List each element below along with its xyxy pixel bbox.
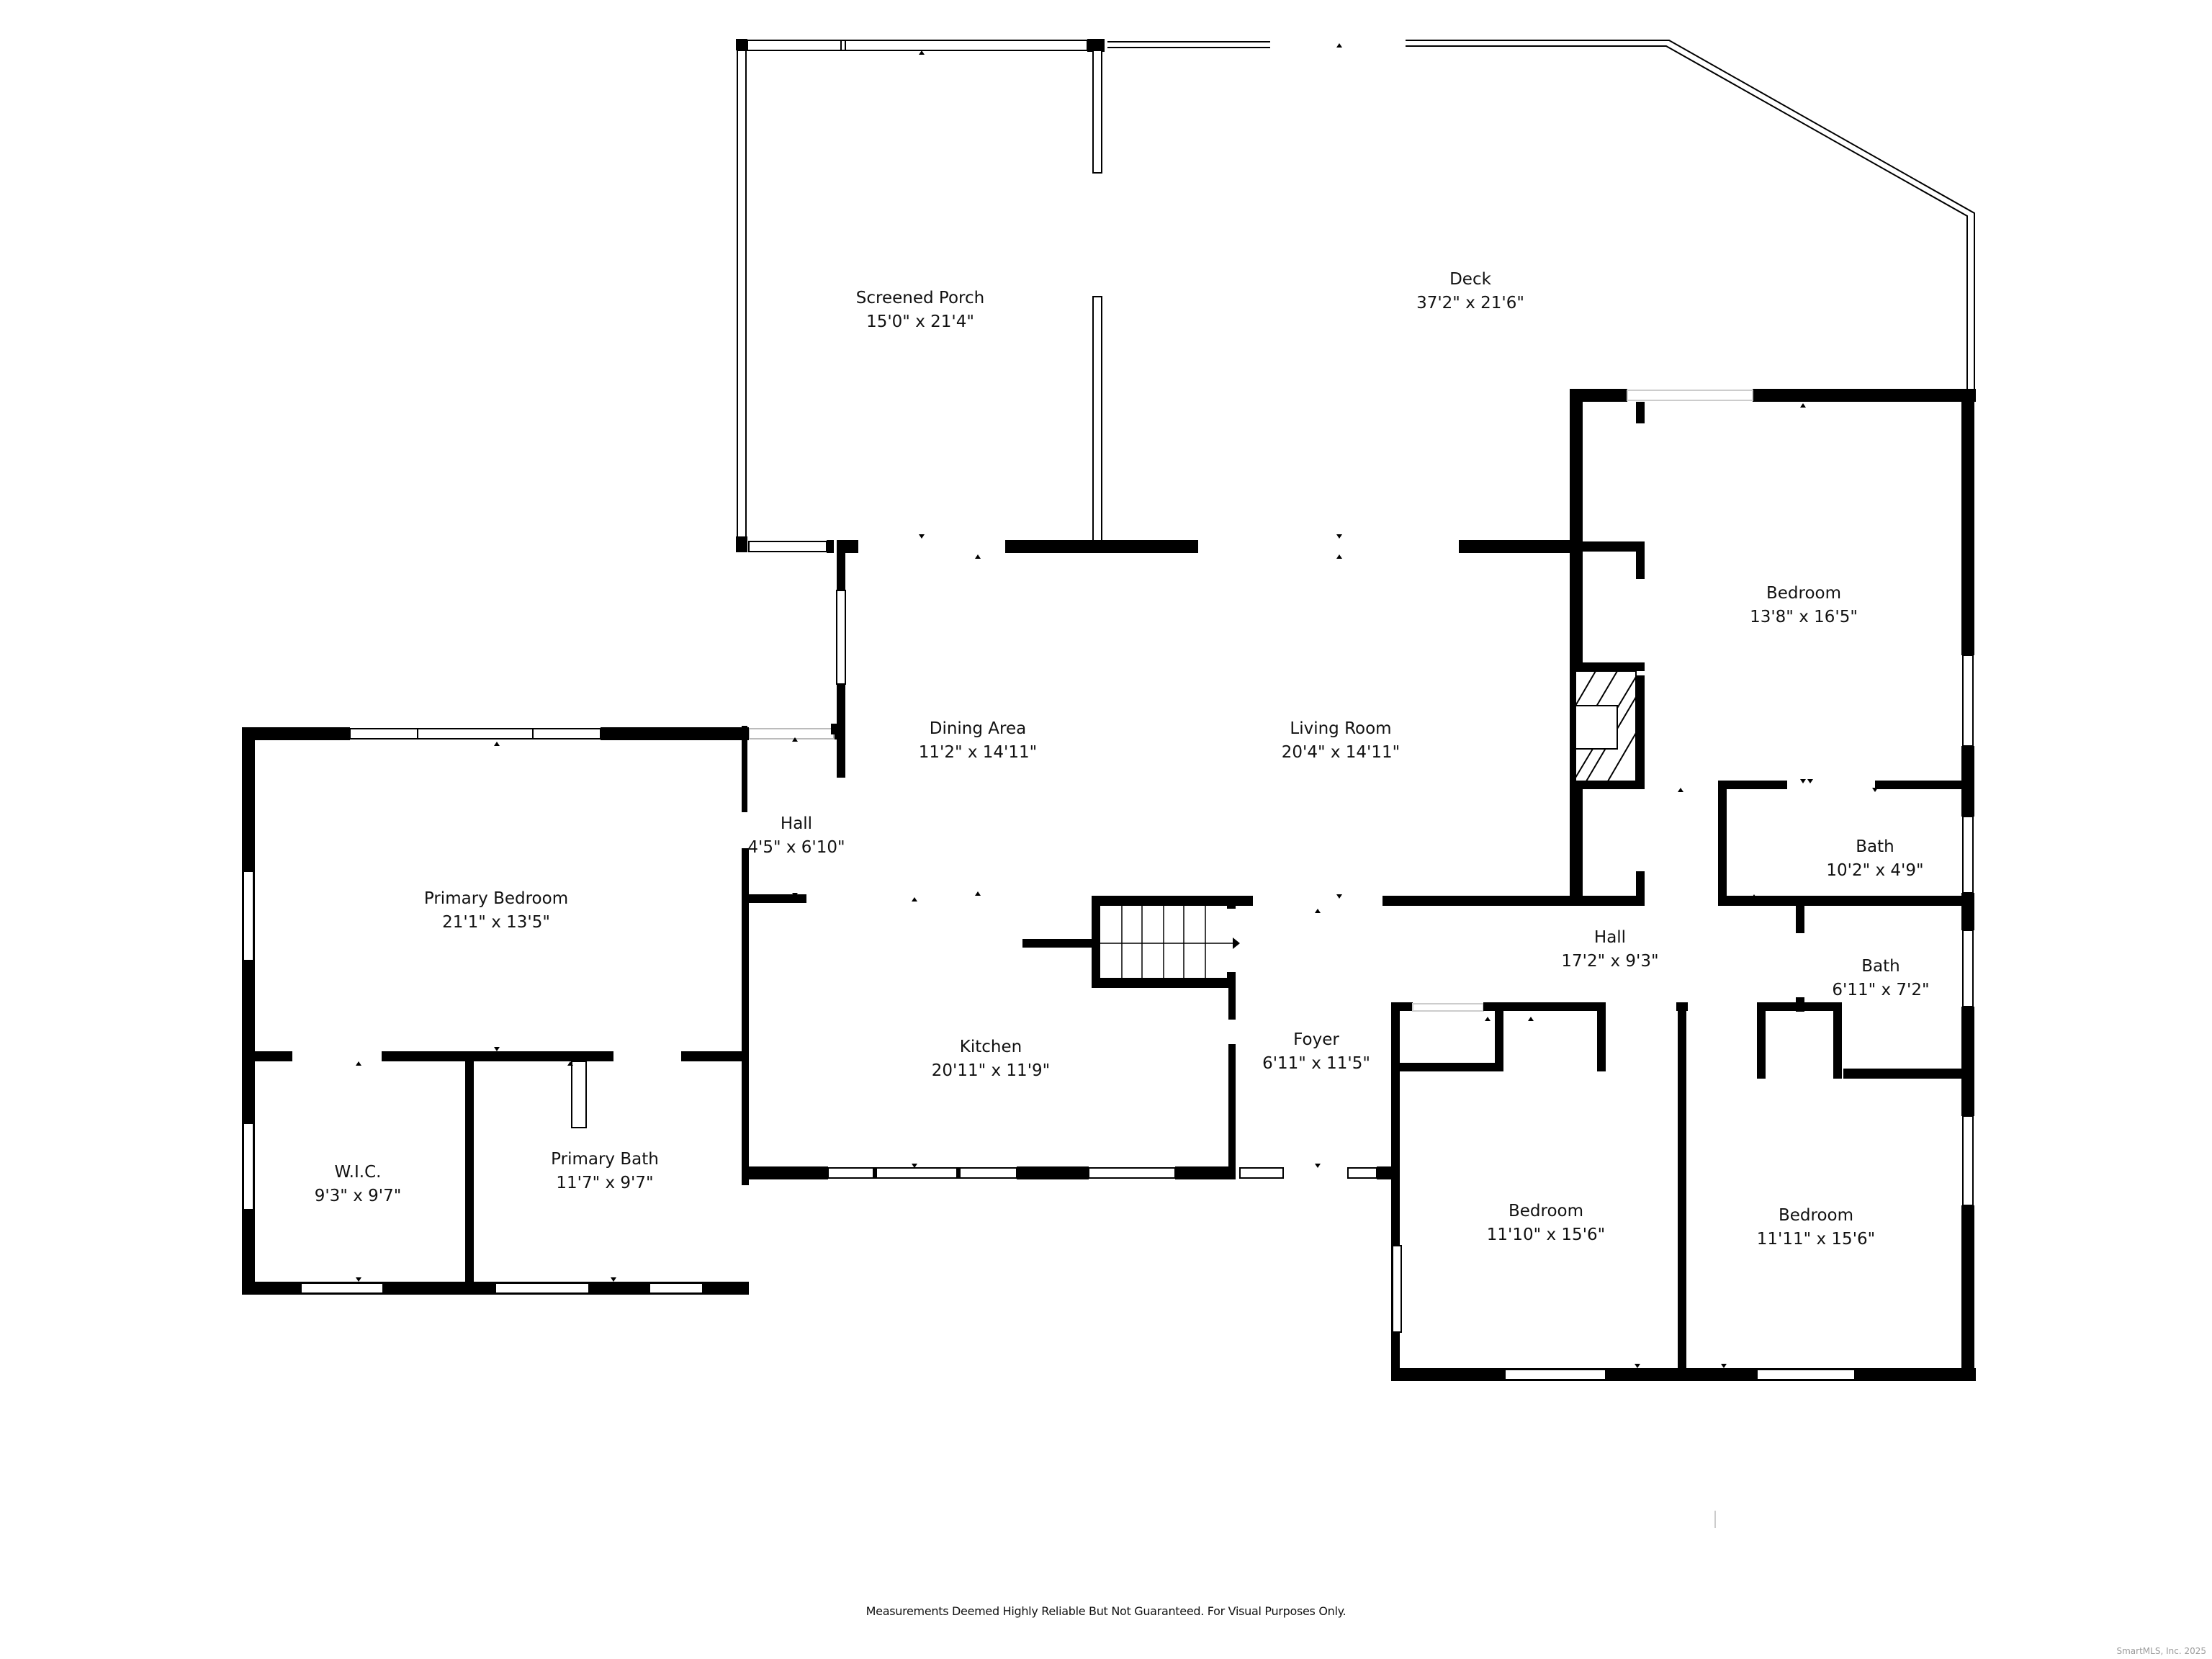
- exterior-walls: [242, 389, 1976, 1381]
- room-dimensions: 15'0" x 21'4": [866, 313, 974, 331]
- room-dimensions: 6'11" x 11'5": [1262, 1054, 1370, 1073]
- room-living-room: Living Room 20'4" x 14'11": [1282, 717, 1400, 765]
- room-dining-area: Dining Area 11'2" x 14'11": [919, 717, 1037, 765]
- room-name: Bedroom: [1766, 584, 1842, 603]
- room-deck: Deck 37'2" x 21'6": [1416, 268, 1524, 315]
- room-dimensions: 11'2" x 14'11": [918, 743, 1038, 762]
- room-primary-bath: Primary Bath 11'7" x 9'7": [551, 1148, 659, 1195]
- copyright-text: SmartMLS, Inc. 2025: [2116, 1646, 2207, 1656]
- room-name: Deck: [1449, 270, 1491, 289]
- deck-outline: [1107, 40, 1975, 390]
- room-hall-west: Hall 4'5" x 6'10": [747, 812, 845, 860]
- room-primary-bedroom: Primary Bedroom 21'1" x 13'5": [424, 887, 568, 935]
- room-kitchen: Kitchen 20'11" x 11'9": [932, 1035, 1050, 1083]
- room-dimensions: 20'4" x 14'11": [1281, 743, 1401, 762]
- room-hall-east: Hall 17'2" x 9'3": [1561, 926, 1658, 974]
- room-name: W.I.C.: [334, 1163, 382, 1182]
- room-dimensions: 37'2" x 21'6": [1416, 294, 1524, 313]
- measurement-markers: [356, 43, 1904, 1368]
- room-bedroom-sw: Bedroom 11'10" x 15'6": [1487, 1200, 1605, 1247]
- room-dimensions: 11'7" x 9'7": [556, 1174, 654, 1192]
- room-wic: W.I.C. 9'3" x 9'7": [315, 1161, 402, 1208]
- room-dimensions: 17'2" x 9'3": [1561, 952, 1659, 971]
- room-name: Dining Area: [929, 719, 1027, 738]
- room-bath-upper: Bath 10'2" x 4'9": [1826, 835, 1923, 883]
- room-foyer: Foyer 6'11" x 11'5": [1262, 1028, 1370, 1076]
- room-name: Hall: [1593, 928, 1627, 947]
- screened-porch-outline: [736, 39, 1105, 553]
- room-dimensions: 21'1" x 13'5": [442, 913, 550, 932]
- room-dimensions: 10'2" x 4'9": [1826, 861, 1924, 880]
- room-bath-lower: Bath 6'11" x 7'2": [1832, 955, 1929, 1002]
- room-name: Hall: [780, 814, 813, 833]
- disclaimer-text: Measurements Deemed Highly Reliable But …: [866, 1604, 1346, 1618]
- room-name: Bath: [1856, 837, 1894, 856]
- room-screened-porch: Screened Porch 15'0" x 21'4": [856, 287, 984, 334]
- room-bedroom-ne: Bedroom 13'8" x 16'5": [1750, 582, 1858, 629]
- room-dimensions: 11'10" x 15'6": [1486, 1226, 1606, 1244]
- room-bedroom-se: Bedroom 11'11" x 15'6": [1757, 1204, 1875, 1251]
- room-dimensions: 13'8" x 16'5": [1750, 608, 1858, 626]
- room-name: Foyer: [1293, 1030, 1339, 1049]
- room-dimensions: 20'11" x 11'9": [931, 1061, 1051, 1080]
- room-name: Bedroom: [1508, 1202, 1584, 1220]
- room-name: Screened Porch: [855, 289, 985, 307]
- room-dimensions: 11'11" x 15'6": [1756, 1230, 1876, 1249]
- room-name: Bath: [1861, 957, 1900, 976]
- room-name: Kitchen: [959, 1038, 1022, 1056]
- room-name: Primary Bath: [551, 1150, 659, 1169]
- room-name: Living Room: [1290, 719, 1392, 738]
- room-name: Primary Bedroom: [423, 889, 569, 908]
- room-name: Bedroom: [1778, 1206, 1854, 1225]
- room-dimensions: 4'5" x 6'10": [747, 838, 845, 857]
- room-dimensions: 9'3" x 9'7": [314, 1187, 402, 1205]
- room-dimensions: 6'11" x 7'2": [1832, 981, 1930, 999]
